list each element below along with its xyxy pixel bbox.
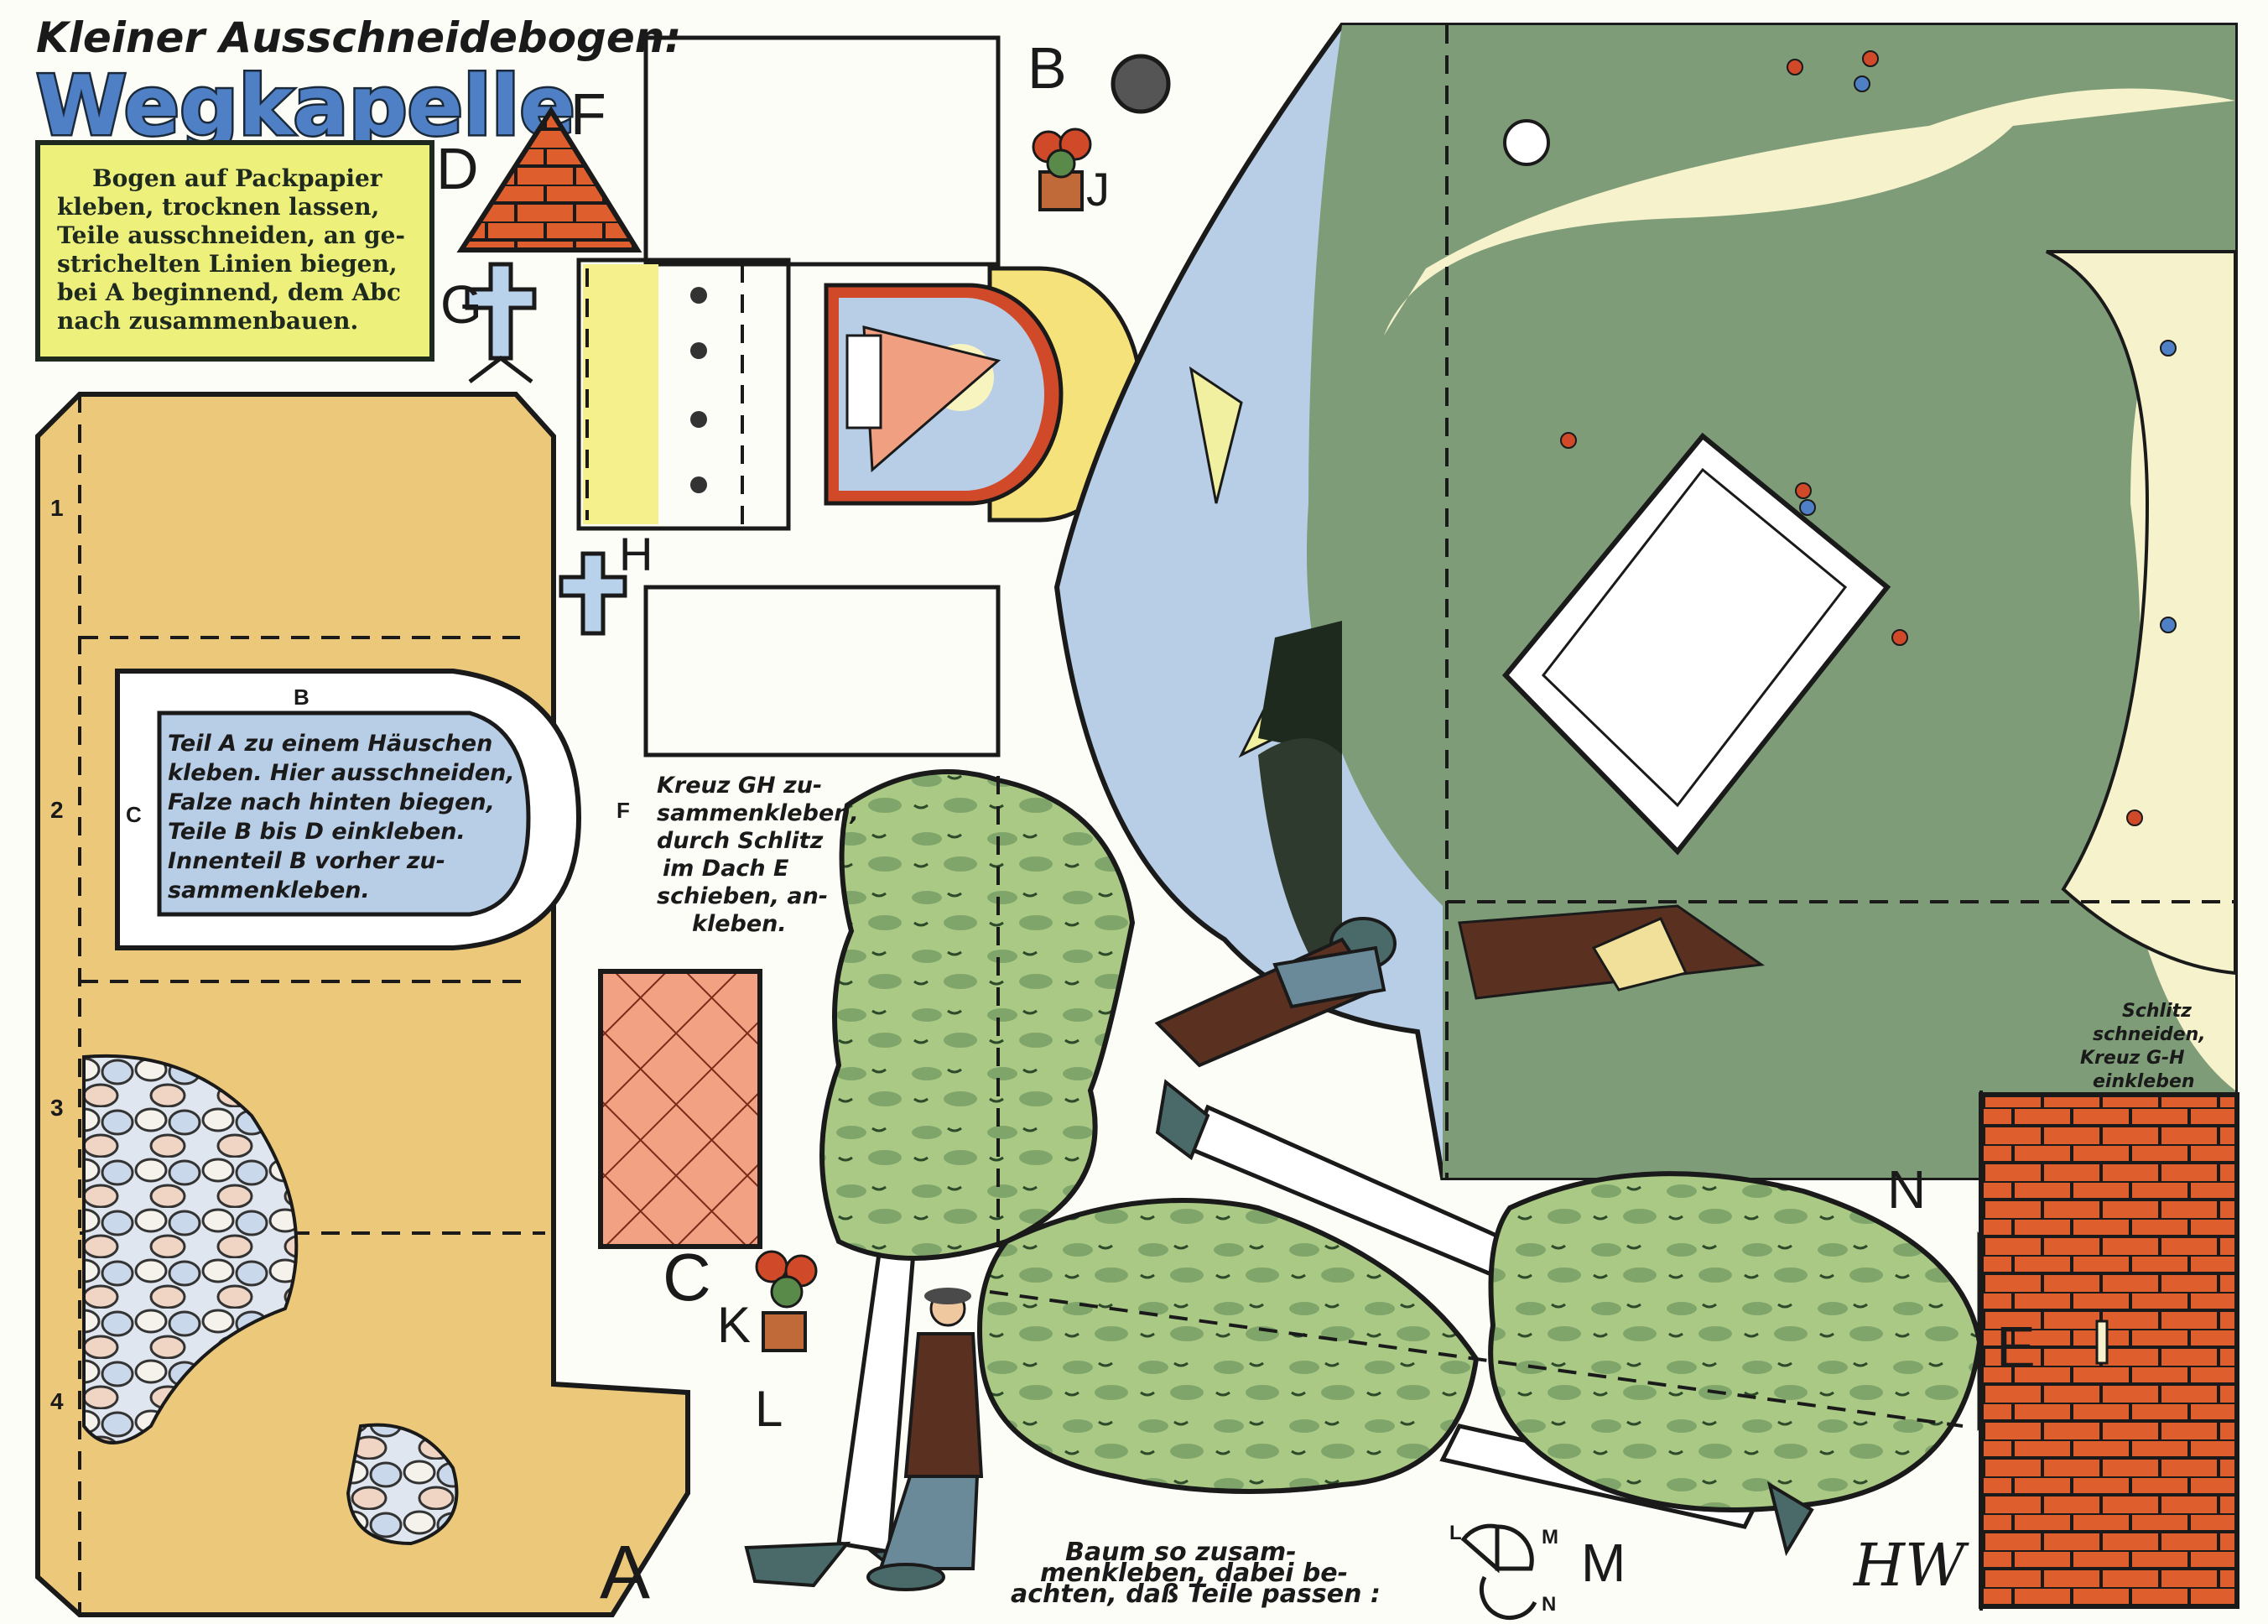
part-a-note-line: Teile B bis D einkleben.: [168, 819, 466, 845]
diagram-label-m: M: [1542, 1526, 1558, 1549]
label-b: B: [1027, 35, 1067, 101]
part-a-note-line: Teil A zu einem Häuschen: [168, 731, 492, 757]
part-h-cross: H: [559, 528, 653, 636]
cross-note-line: im Dach E: [663, 856, 789, 882]
compass-icon: [1503, 119, 1550, 166]
tab-letter: B: [294, 684, 310, 710]
instruction-line: kleben, trocknen lassen,: [57, 193, 379, 221]
slit-note-line: einkleben: [2093, 1071, 2195, 1092]
instructions-box: Bogen auf Packpapier kleben, trocknen la…: [35, 140, 434, 362]
diagram-label-l: L: [1449, 1522, 1462, 1544]
label-f: F: [570, 81, 606, 147]
flower-pot-j: J: [1032, 128, 1110, 216]
part-g-cross: G: [440, 262, 537, 383]
slit-note: Schlitz schneiden, Kreuz G-H einkleben: [2080, 1001, 2212, 1092]
label-d-small: D: [436, 136, 479, 201]
slit-note-line: Kreuz G-H: [2080, 1048, 2185, 1069]
cross-note-line: durch Schlitz: [657, 828, 824, 854]
part-a-wall: Teil A zu einem Häuschen kleben. Hier au…: [35, 392, 690, 1617]
landscape-base: [1053, 23, 2238, 1180]
part-e-roof: E: [1977, 1090, 2239, 1611]
part-a-note-line: Falze nach hinten biegen,: [168, 789, 495, 815]
instruction-line: Bogen auf Packpapier: [92, 164, 383, 192]
tree-part-mn: M N: [977, 1079, 1983, 1593]
tab-letter: C: [126, 802, 142, 827]
fold-number: 2: [50, 797, 64, 823]
diagram-label-n: N: [1542, 1593, 1556, 1616]
fold-number: 1: [50, 495, 64, 521]
label-n: N: [1887, 1159, 1926, 1220]
slit-marker: [2095, 1320, 2109, 1365]
lying-figure: [1154, 917, 1397, 1068]
part-f-gable: F D: [436, 81, 642, 252]
tree-note-line: Baum so zusam-: [1065, 1538, 1297, 1567]
tab-letter: F: [616, 798, 630, 823]
label-e: E: [1996, 1314, 2036, 1380]
part-a-note-line: kleben. Hier ausschneiden,: [168, 760, 515, 786]
part-a-note-line: Innenteil B vorher zu-: [168, 848, 445, 874]
label-k: K: [717, 1297, 751, 1353]
part-b-front: B: [576, 35, 1143, 757]
disc-piece: [1111, 54, 1171, 114]
artist-signature: HW: [1852, 1531, 1969, 1600]
altar-niche: [824, 266, 1143, 523]
label-m: M: [1581, 1533, 1626, 1593]
instruction-line: nach zusammenbauen.: [57, 307, 358, 335]
slit-note-line: Schlitz: [2122, 1001, 2192, 1022]
tree-note-line: achten, daß Teile passen :: [1011, 1580, 1381, 1609]
fold-number: 4: [50, 1388, 64, 1414]
flower-ornaments: [690, 287, 707, 493]
svg-text:Teil A zu einem Häuschen: Teil A zu einem Häuschen kleben. Hier au…: [168, 731, 523, 903]
tree-note-line: menkleben, dabei be-: [1040, 1559, 1348, 1588]
label-g: G: [440, 274, 482, 335]
slit-note-line: schneiden,: [2093, 1024, 2206, 1045]
instruction-line: bei A beginnend, dem Abc: [57, 278, 401, 306]
cross-note-line: schieben, an-: [657, 883, 828, 909]
fold-number: 3: [50, 1095, 64, 1121]
cross-note: Kreuz GH zu- sammenkleben, durch Schlitz…: [657, 773, 866, 937]
svg-text:Bogen auf Packpapier kle: Bogen auf Packpapier kleben, trocknen la…: [57, 164, 414, 335]
label-a: A: [600, 1531, 650, 1615]
sheet-title: Wegkapelle: [36, 59, 575, 154]
part-c-tiles: C: [598, 969, 762, 1314]
tree-note: Baum so zusam- menkleben, dabei be- acht…: [1011, 1538, 1381, 1609]
label-h: H: [619, 528, 653, 580]
instruction-line: Teile ausschneiden, an ge-: [57, 221, 405, 249]
instruction-line: strichelten Linien biegen,: [57, 250, 398, 278]
cross-note-line: kleben.: [692, 911, 787, 937]
label-j: J: [1086, 163, 1110, 216]
flower-pot-k: K: [717, 1250, 818, 1353]
cross-note-line: Kreuz GH zu-: [657, 773, 822, 799]
cross-note-line: sammenkleben,: [657, 800, 859, 826]
walking-figure: [866, 1288, 984, 1591]
label-l: L: [755, 1381, 783, 1437]
part-a-note-line: sammenkleben.: [168, 877, 370, 903]
label-c: C: [663, 1240, 711, 1314]
sheet-subtitle: Kleiner Ausschneidebogen:: [36, 13, 681, 62]
tree-assembly-diagram: L M N: [1449, 1522, 1558, 1621]
